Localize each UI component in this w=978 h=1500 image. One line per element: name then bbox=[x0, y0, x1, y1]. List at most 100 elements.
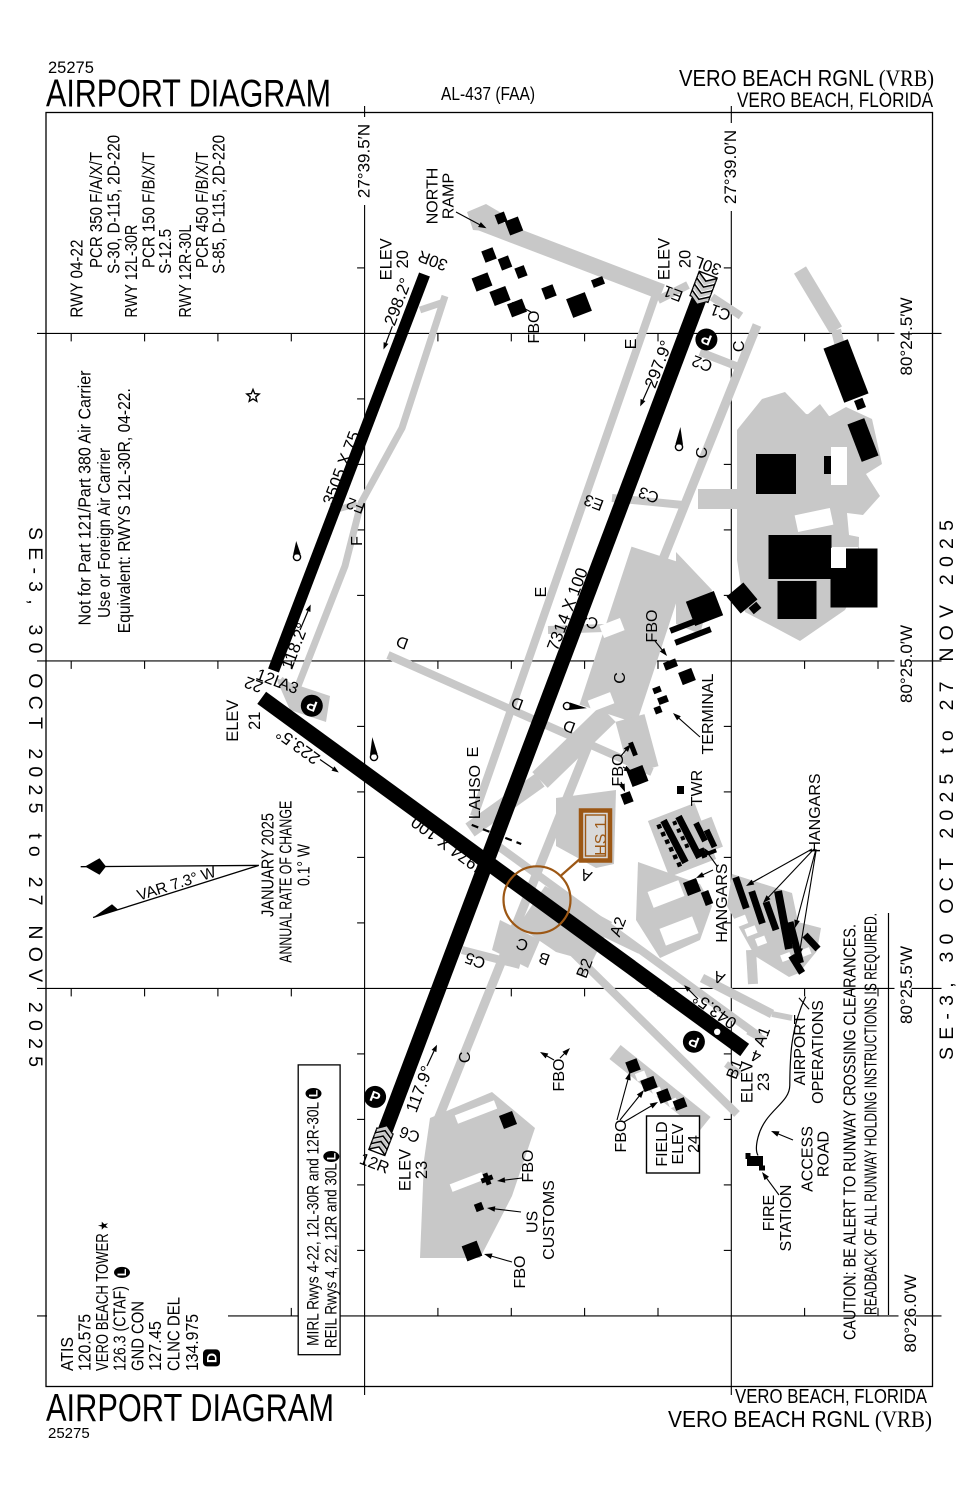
svg-text:C: C bbox=[731, 341, 748, 353]
svg-text:D: D bbox=[204, 1353, 220, 1363]
svg-text:MIRL Rwys 4-22, 12L-30R and 12: MIRL Rwys 4-22, 12L-30R and 12R-30L bbox=[304, 1102, 323, 1346]
svg-text:27°39.5′N: 27°39.5′N bbox=[355, 124, 374, 198]
svg-text:C5: C5 bbox=[463, 948, 488, 971]
svg-text:FBO: FBO bbox=[610, 754, 627, 787]
svg-text:OPERATIONS: OPERATIONS bbox=[810, 1000, 827, 1104]
svg-text:C: C bbox=[694, 447, 711, 459]
svg-text:HANGARS: HANGARS bbox=[714, 863, 731, 942]
svg-text:HANGARS: HANGARS bbox=[807, 773, 824, 852]
svg-text:E: E bbox=[623, 339, 640, 350]
svg-text:FIRE: FIRE bbox=[761, 1195, 778, 1231]
svg-text:L: L bbox=[325, 1153, 339, 1160]
svg-text:ATIS: ATIS bbox=[57, 1337, 77, 1371]
svg-text:20: 20 bbox=[677, 250, 695, 268]
svg-text:S-85, D-115, 2D-220: S-85, D-115, 2D-220 bbox=[209, 135, 229, 274]
svg-text:ELEV: ELEV bbox=[739, 1061, 757, 1103]
svg-text:80°25.0′W: 80°25.0′W bbox=[897, 625, 916, 703]
svg-text:FBO: FBO bbox=[526, 311, 543, 344]
svg-text:D: D bbox=[394, 632, 411, 652]
svg-text:JANUARY 2025: JANUARY 2025 bbox=[257, 813, 277, 917]
svg-text:D: D bbox=[509, 693, 526, 713]
svg-text:Equivalent: RWYS 12L-30R, 04-2: Equivalent: RWYS 12L-30R, 04-22. bbox=[114, 388, 134, 633]
svg-text:FBO: FBO bbox=[551, 1059, 568, 1092]
svg-text:TERMINAL: TERMINAL bbox=[700, 673, 717, 754]
svg-text:C3: C3 bbox=[636, 483, 661, 506]
svg-text:CLNC DEL: CLNC DEL bbox=[164, 1297, 184, 1371]
svg-text:F: F bbox=[349, 536, 366, 546]
svg-text:AL-437 (FAA): AL-437 (FAA) bbox=[441, 84, 535, 104]
svg-text:PCR 450 F/B/X/T: PCR 450 F/B/X/T bbox=[192, 152, 212, 268]
svg-text:25275: 25275 bbox=[48, 59, 94, 77]
svg-text:CUSTOMS: CUSTOMS bbox=[541, 1180, 558, 1260]
svg-text:VERO BEACH, FLORIDA: VERO BEACH, FLORIDA bbox=[735, 1386, 928, 1408]
svg-text:126.3 (CTAF): 126.3 (CTAF) bbox=[110, 1286, 130, 1371]
svg-text:CAUTION: BE ALERT TO RUNWAY CR: CAUTION: BE ALERT TO RUNWAY CROSSING CLE… bbox=[840, 924, 860, 1340]
svg-text:VERO BEACH, FLORIDA: VERO BEACH, FLORIDA bbox=[737, 88, 934, 112]
svg-text:S-30, D-115, 2D-220: S-30, D-115, 2D-220 bbox=[103, 135, 123, 274]
svg-text:ANNUAL RATE OF CHANGE: ANNUAL RATE OF CHANGE bbox=[276, 801, 296, 963]
svg-text:23: 23 bbox=[755, 1073, 773, 1091]
svg-text:READBACK OF ALL RUNWAY HOLDING: READBACK OF ALL RUNWAY HOLDING INSTRUCTI… bbox=[861, 913, 881, 1315]
svg-text:TWR: TWR bbox=[689, 770, 706, 806]
svg-text:E: E bbox=[465, 747, 482, 758]
svg-text:D: D bbox=[561, 716, 578, 736]
svg-text:134.975: 134.975 bbox=[182, 1314, 202, 1371]
svg-text:ACCESS: ACCESS bbox=[800, 1126, 817, 1192]
svg-text:A1: A1 bbox=[751, 1025, 774, 1049]
svg-text:PCR 350 F/A/X/T: PCR 350 F/A/X/T bbox=[86, 152, 106, 268]
svg-text:ELEV: ELEV bbox=[656, 238, 674, 280]
svg-text:LAHSO: LAHSO bbox=[467, 765, 484, 819]
svg-text:E1: E1 bbox=[661, 281, 685, 304]
svg-text:80°24.5′W: 80°24.5′W bbox=[897, 297, 916, 375]
svg-text:VERO BEACH TOWER ★: VERO BEACH TOWER ★ bbox=[92, 1221, 112, 1371]
svg-text:AIRPORT DIAGRAM: AIRPORT DIAGRAM bbox=[46, 73, 331, 116]
svg-text:ELEV: ELEV bbox=[396, 1149, 414, 1191]
svg-text:A3: A3 bbox=[276, 675, 300, 698]
svg-text:RWY 04-22: RWY 04-22 bbox=[66, 240, 86, 318]
svg-text:PCR 150 F/B/X/T: PCR 150 F/B/X/T bbox=[139, 152, 159, 268]
svg-text:C4: C4 bbox=[576, 609, 601, 632]
svg-text:VERO BEACH RGNL (VRB): VERO BEACH RGNL (VRB) bbox=[668, 1406, 932, 1433]
svg-text:RAMP: RAMP bbox=[440, 173, 457, 219]
svg-text:80°26.0′W: 80°26.0′W bbox=[901, 1274, 920, 1352]
svg-text:NORTH: NORTH bbox=[424, 168, 441, 225]
svg-text:80°25.5′W: 80°25.5′W bbox=[897, 946, 916, 1024]
svg-text:C6: C6 bbox=[397, 1122, 422, 1145]
svg-text:ROAD: ROAD bbox=[816, 1131, 833, 1177]
svg-text:A2: A2 bbox=[607, 915, 630, 939]
svg-text:27°39.0′N: 27°39.0′N bbox=[721, 130, 740, 204]
svg-text:C: C bbox=[457, 1052, 474, 1064]
svg-text:ELEV: ELEV bbox=[224, 700, 242, 742]
svg-text:127.45: 127.45 bbox=[145, 1321, 165, 1371]
svg-text:Use or Foreign Air Carrier: Use or Foreign Air Carrier bbox=[94, 448, 114, 618]
svg-text:FBO: FBO bbox=[613, 1120, 630, 1153]
svg-text:L: L bbox=[307, 1090, 321, 1097]
svg-text:E: E bbox=[533, 587, 550, 598]
svg-text:20: 20 bbox=[394, 250, 412, 268]
svg-text:FBO: FBO bbox=[644, 610, 661, 643]
svg-text:GND CON: GND CON bbox=[128, 1301, 148, 1371]
svg-text:RWY 12L-30R: RWY 12L-30R bbox=[121, 225, 141, 318]
svg-text:25275: 25275 bbox=[48, 1425, 90, 1442]
svg-text:STATION: STATION bbox=[778, 1185, 795, 1252]
svg-text:0.1° W: 0.1° W bbox=[293, 844, 313, 886]
svg-text:US: US bbox=[524, 1211, 541, 1233]
svg-text:23: 23 bbox=[413, 1161, 431, 1179]
svg-text:C1: C1 bbox=[708, 300, 733, 323]
svg-text:FIELD: FIELD bbox=[654, 1121, 671, 1166]
svg-text:B2: B2 bbox=[574, 956, 597, 980]
svg-text:24: 24 bbox=[686, 1135, 703, 1153]
svg-text:ELEV: ELEV bbox=[377, 238, 395, 280]
svg-text:C: C bbox=[514, 934, 531, 954]
svg-text:S-12.5: S-12.5 bbox=[155, 229, 175, 274]
svg-text:FBO: FBO bbox=[512, 1256, 529, 1289]
svg-text:E3: E3 bbox=[582, 490, 606, 513]
svg-text:VERO BEACH RGNL (VRB): VERO BEACH RGNL (VRB) bbox=[679, 65, 934, 92]
svg-text:FBO: FBO bbox=[520, 1150, 537, 1183]
svg-text:AIRPORT DIAGRAM: AIRPORT DIAGRAM bbox=[46, 1387, 334, 1430]
svg-text:C2: C2 bbox=[690, 351, 715, 374]
svg-text:L: L bbox=[115, 1269, 129, 1276]
svg-text:HS 1: HS 1 bbox=[593, 820, 610, 856]
svg-text:21: 21 bbox=[246, 712, 264, 730]
svg-text:REIL Rwys 4, 22, 12R and 30L: REIL Rwys 4, 22, 12R and 30L bbox=[321, 1163, 340, 1348]
